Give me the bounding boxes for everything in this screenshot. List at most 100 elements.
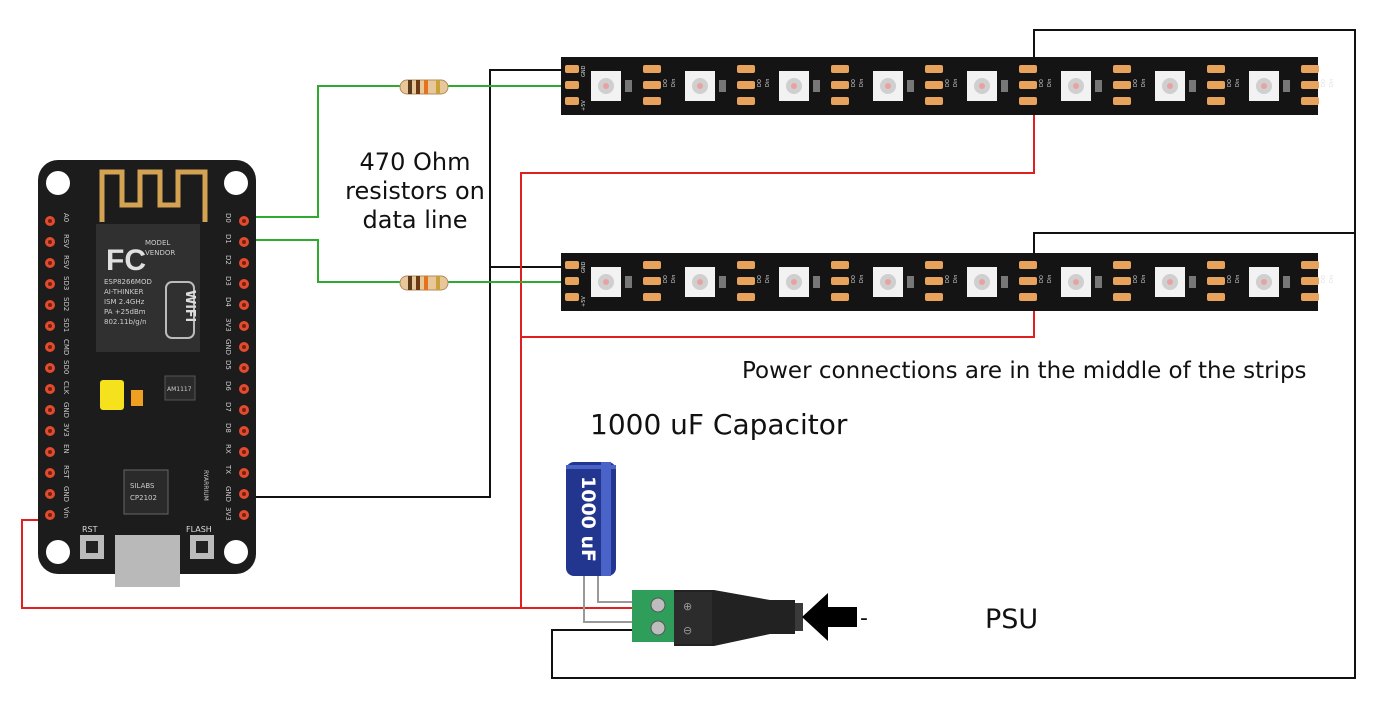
capacitor-body-label: 1000 uF xyxy=(577,476,599,562)
pin-label: SD3 xyxy=(62,276,70,290)
esp8266-module xyxy=(96,224,200,352)
pin-label: D8 xyxy=(224,423,232,433)
pin-label: EN xyxy=(62,444,70,454)
pad-label-dout: DO xyxy=(945,275,951,283)
pin-label: GND xyxy=(62,486,70,502)
pad-label-din: Din xyxy=(1329,79,1335,87)
pad-label-din: Din xyxy=(1047,79,1053,87)
ground-wire-psu-loop xyxy=(551,29,1356,679)
pin-label: SD1 xyxy=(62,318,70,332)
screw-terminal xyxy=(632,590,674,642)
resistor-label-line-2: resistors on xyxy=(345,176,485,205)
pad-label-dout: DO xyxy=(945,79,951,87)
svg-text:⊖: ⊖ xyxy=(683,624,692,637)
pad-label-dout: DO xyxy=(1133,79,1139,87)
pin-label: A0 xyxy=(62,213,70,222)
dc-power-jack: ⊕ ⊖ xyxy=(632,590,803,646)
mount-hole-icon xyxy=(224,540,248,564)
pad-label-gnd: GND xyxy=(581,261,587,273)
psu-arrow-icon xyxy=(802,593,857,641)
mount-hole-icon xyxy=(46,171,70,195)
pad-label-dout: DO xyxy=(1321,79,1327,87)
pad-label-din: Din xyxy=(671,275,677,283)
pad-label-din: Din xyxy=(953,275,959,283)
pad-label-dout: DO xyxy=(851,275,857,283)
module-text-3: AI-THINKER xyxy=(104,288,144,296)
pin-label: D0 xyxy=(224,213,232,223)
pad-label-dout: DO xyxy=(1227,79,1233,87)
pin-label: GND xyxy=(62,402,70,418)
ground-wire-strip1 xyxy=(245,69,563,498)
pad-label-vplus: +5V xyxy=(581,100,587,111)
module-text-5: PA +25dBm xyxy=(104,308,146,316)
pin-label: CLK xyxy=(62,381,70,395)
pad-label-dout: DO xyxy=(851,79,857,87)
wifi-logo: WiFi xyxy=(182,290,197,322)
pad-label-din: Din xyxy=(1235,79,1241,87)
resistor-label: 470 Ohm resistors on data line xyxy=(340,148,490,234)
nodemcu-board: FC MODEL VENDOR ESP8266MOD AI-THINKER IS… xyxy=(38,160,256,587)
pad-label-vplus: +5V xyxy=(581,296,587,307)
pad-label-dout: DO xyxy=(1133,275,1139,283)
pin-label: 3V3 xyxy=(62,423,70,437)
pin-label: TX xyxy=(224,464,232,474)
pin-label: RSV xyxy=(62,234,70,248)
psu-dash-label: - xyxy=(860,606,868,631)
module-text-1: VENDOR xyxy=(145,249,175,257)
chip-text-1: CP2102 xyxy=(130,494,157,502)
pad-label-dout: DO xyxy=(757,275,763,283)
svg-text:⊕: ⊕ xyxy=(683,600,692,613)
wires xyxy=(21,29,1356,679)
pad-label-din: Din xyxy=(1329,275,1335,283)
pad-label-dout: DO xyxy=(1039,79,1045,87)
pad-label-dout: DO xyxy=(757,79,763,87)
pad-label-din: Din xyxy=(1235,275,1241,283)
pad-label-din: Din xyxy=(953,79,959,87)
pin-label: D7 xyxy=(224,402,232,412)
module-text-4: ISM 2.4GHz xyxy=(104,298,145,306)
antenna-trace-icon xyxy=(99,169,208,222)
module-text-6: 802.11b/g/n xyxy=(104,318,147,326)
flash-label: FLASH xyxy=(186,525,212,534)
pin-label: RST xyxy=(62,465,70,479)
pin-label: D1 xyxy=(224,234,232,244)
resistor-bottom xyxy=(399,275,449,291)
pad-label-din: Din xyxy=(765,275,771,283)
pad-label-gnd: GND xyxy=(581,65,587,77)
pin-label: 3V3 xyxy=(224,318,232,332)
data-wire-d0 xyxy=(243,85,400,218)
pad-label-din: Din xyxy=(1141,275,1147,283)
module-text-0: MODEL xyxy=(145,239,170,247)
pin-label: RX xyxy=(224,444,232,454)
pad-label-din: Din xyxy=(859,79,865,87)
pin-label: GND xyxy=(224,339,232,355)
brand-text: RYARRIUM xyxy=(202,470,209,501)
pad-label-dout: DO xyxy=(663,275,669,283)
capacitor-label: 1000 uF Capacitor xyxy=(590,408,848,441)
resistor-label-line-1: 470 Ohm xyxy=(359,148,471,176)
pad-label-dout: DO xyxy=(1321,275,1327,283)
pad-label-din: Din xyxy=(1141,79,1147,87)
pad-label-dout: DO xyxy=(1039,275,1045,283)
mount-hole-icon xyxy=(46,540,70,564)
pin-label: CMD xyxy=(62,339,70,355)
resistor-top xyxy=(399,79,449,95)
pin-label: SD2 xyxy=(62,297,70,311)
module-text-2: ESP8266MOD xyxy=(104,278,152,286)
fc-logo: FC xyxy=(106,244,146,277)
pad-label-din: Din xyxy=(859,275,865,283)
pin-label: 3V3 xyxy=(224,507,232,521)
pin-label: D6 xyxy=(224,381,232,391)
data-wire-d1 xyxy=(243,239,400,283)
pin-label: Vin xyxy=(62,507,70,518)
orange-capacitor xyxy=(131,390,143,406)
power-connections-note: Power connections are in the middle of t… xyxy=(742,358,1307,384)
power-wire-strip1 xyxy=(520,100,1035,608)
capacitor-lead-left xyxy=(583,572,652,623)
pad-label-dout: DO xyxy=(663,79,669,87)
pin-label: D2 xyxy=(224,255,232,265)
pin-row-left: A0RSVRSVSD3SD2SD1CMDSD0CLKGND3V3ENRSTGND… xyxy=(45,213,70,520)
